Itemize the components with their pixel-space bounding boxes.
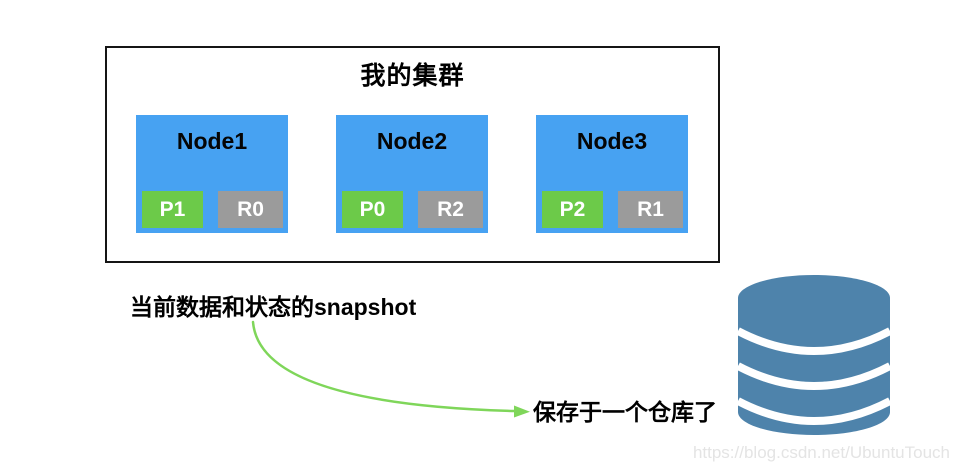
node-2: Node2 P0 R2: [336, 115, 488, 233]
cluster-title: 我的集群: [360, 62, 465, 90]
node-3-title: Node3: [576, 128, 648, 154]
node-3-primary-shard: P2: [542, 191, 603, 228]
node-2-primary-shard: P0: [342, 191, 403, 228]
watermark: https://blog.csdn.net/UbuntuTouch: [692, 443, 950, 462]
snapshot-label: 当前数据和状态的snapshot: [130, 294, 417, 320]
node-1-title: Node1: [176, 128, 248, 154]
node-2-title: Node2: [376, 128, 448, 154]
repository-label: 保存于一个仓库了: [533, 399, 717, 425]
database-icon: [738, 275, 890, 435]
node-1-replica-shard: R0: [218, 191, 283, 228]
node-3-replica-shard: R1: [618, 191, 683, 228]
node-2-replica-shard: R2: [418, 191, 483, 228]
node-1: Node1 P1 R0: [136, 115, 288, 233]
cluster-box: 我的集群 Node1 P1 R0 Node2 P0 R2 Node3 P2 R1: [105, 46, 720, 263]
node-1-primary-shard: P1: [142, 191, 203, 228]
node-3: Node3 P2 R1: [536, 115, 688, 233]
